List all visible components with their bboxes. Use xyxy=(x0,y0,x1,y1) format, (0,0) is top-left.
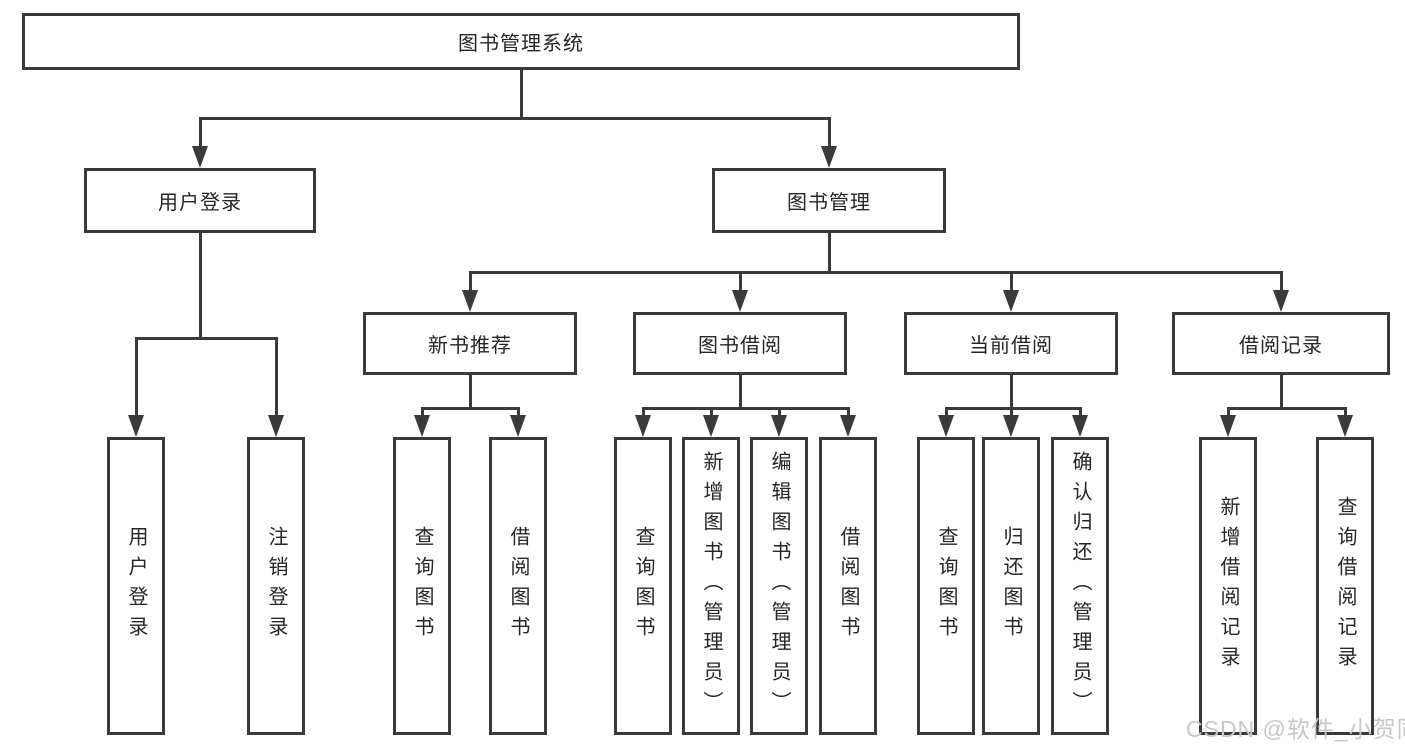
leaf-edit-books-admin: 编辑图书（管理员） xyxy=(750,437,808,735)
arrow-down-icon xyxy=(510,415,526,437)
connector-line xyxy=(1279,272,1283,292)
connector-line xyxy=(738,272,742,292)
node-borrow-record-label: 借阅记录 xyxy=(1239,335,1323,357)
leaf-add-borrow-record: 新增借阅记录 xyxy=(1199,437,1257,735)
connector-line xyxy=(1226,406,1347,410)
connector-line xyxy=(198,116,831,120)
leaf-borrow-books-recommend: 借阅图书 xyxy=(489,437,547,735)
connector-line xyxy=(1009,408,1013,418)
arrow-down-icon xyxy=(1072,415,1088,437)
node-root-label: 图书管理系统 xyxy=(458,33,584,55)
connector-line xyxy=(134,336,278,340)
connector-line xyxy=(134,337,138,417)
node-current-borrow: 当前借阅 xyxy=(904,312,1118,375)
connector-line xyxy=(1226,408,1230,418)
arrow-down-icon xyxy=(840,415,856,437)
connector-line xyxy=(709,408,713,418)
arrow-down-icon xyxy=(771,415,787,437)
leaf-user-login-label: 用户登录 xyxy=(125,526,147,646)
leaf-add-books-admin-label: 新增图书（管理员） xyxy=(700,451,722,721)
node-book-borrow-label: 图书借阅 xyxy=(698,335,782,357)
connector-line xyxy=(1078,408,1082,418)
leaf-logout: 注销登录 xyxy=(247,437,305,735)
connector-line xyxy=(1343,408,1347,418)
leaf-user-login: 用户登录 xyxy=(107,437,165,735)
arrow-down-icon xyxy=(732,290,748,312)
leaf-return-books-label: 归还图书 xyxy=(1000,526,1022,646)
connector-line xyxy=(468,272,472,292)
connector-line xyxy=(1279,375,1283,409)
arrow-down-icon xyxy=(703,415,719,437)
connector-line xyxy=(516,408,520,418)
node-current-borrow-label: 当前借阅 xyxy=(969,335,1053,357)
arrow-down-icon xyxy=(268,415,284,437)
leaf-query-borrow-record: 查询借阅记录 xyxy=(1316,437,1374,735)
arrow-down-icon xyxy=(192,146,208,168)
connector-line xyxy=(777,408,781,418)
node-user-login-label: 用户登录 xyxy=(158,192,242,214)
connector-line xyxy=(468,375,472,409)
connector-line xyxy=(420,408,424,418)
leaf-borrow-books-recommend-label: 借阅图书 xyxy=(507,526,529,646)
leaf-confirm-return-admin: 确认归还（管理员） xyxy=(1051,437,1109,735)
connector-line xyxy=(1009,375,1013,409)
leaf-query-borrow-record-label: 查询借阅记录 xyxy=(1334,496,1356,676)
leaf-query-books-current: 查询图书 xyxy=(917,437,975,735)
leaf-borrow-books-label: 借阅图书 xyxy=(837,526,859,646)
leaf-confirm-return-admin-label: 确认归还（管理员） xyxy=(1069,451,1091,721)
leaf-query-books-recommend-label: 查询图书 xyxy=(411,526,433,646)
connector-line xyxy=(738,375,742,409)
connector-line xyxy=(198,233,202,339)
connector-line xyxy=(1009,272,1013,292)
arrow-down-icon xyxy=(414,415,430,437)
node-borrow-record: 借阅记录 xyxy=(1172,312,1390,375)
node-book-management: 图书管理 xyxy=(712,168,946,233)
connector-line xyxy=(846,408,850,418)
node-book-borrow: 图书借阅 xyxy=(633,312,847,375)
leaf-add-borrow-record-label: 新增借阅记录 xyxy=(1217,496,1239,676)
arrow-down-icon xyxy=(635,415,651,437)
arrow-down-icon xyxy=(1337,415,1353,437)
leaf-return-books: 归还图书 xyxy=(982,437,1040,735)
arrow-down-icon xyxy=(938,415,954,437)
node-new-book-recommend: 新书推荐 xyxy=(363,312,577,375)
arrow-down-icon xyxy=(462,290,478,312)
leaf-edit-books-admin-label: 编辑图书（管理员） xyxy=(768,451,790,721)
leaf-query-books-borrow: 查询图书 xyxy=(614,437,672,735)
connector-line xyxy=(468,270,1283,274)
connector-line xyxy=(519,70,523,119)
arrow-down-icon xyxy=(1003,415,1019,437)
connector-line xyxy=(827,233,831,273)
connector-line xyxy=(944,408,948,418)
leaf-query-books-current-label: 查询图书 xyxy=(935,526,957,646)
connector-line xyxy=(420,406,520,410)
csdn-watermark: CSDN @软件_小贺同学 xyxy=(1186,716,1405,742)
leaf-add-books-admin: 新增图书（管理员） xyxy=(682,437,740,735)
node-new-book-recommend-label: 新书推荐 xyxy=(428,335,512,357)
leaf-query-books-recommend: 查询图书 xyxy=(393,437,451,735)
connector-line xyxy=(944,406,1082,410)
connector-line xyxy=(641,408,645,418)
arrow-down-icon xyxy=(1220,415,1236,437)
leaf-query-books-borrow-label: 查询图书 xyxy=(632,526,654,646)
arrow-down-icon xyxy=(128,415,144,437)
arrow-down-icon xyxy=(1273,290,1289,312)
connector-line xyxy=(827,118,831,148)
connector-line xyxy=(274,337,278,417)
node-root-system: 图书管理系统 xyxy=(22,13,1020,70)
node-user-login: 用户登录 xyxy=(84,168,316,233)
leaf-logout-label: 注销登录 xyxy=(265,526,287,646)
connector-line xyxy=(641,406,850,410)
arrow-down-icon xyxy=(1003,290,1019,312)
connector-line xyxy=(198,118,202,148)
node-book-management-label: 图书管理 xyxy=(787,192,871,214)
leaf-borrow-books: 借阅图书 xyxy=(819,437,877,735)
arrow-down-icon xyxy=(821,146,837,168)
